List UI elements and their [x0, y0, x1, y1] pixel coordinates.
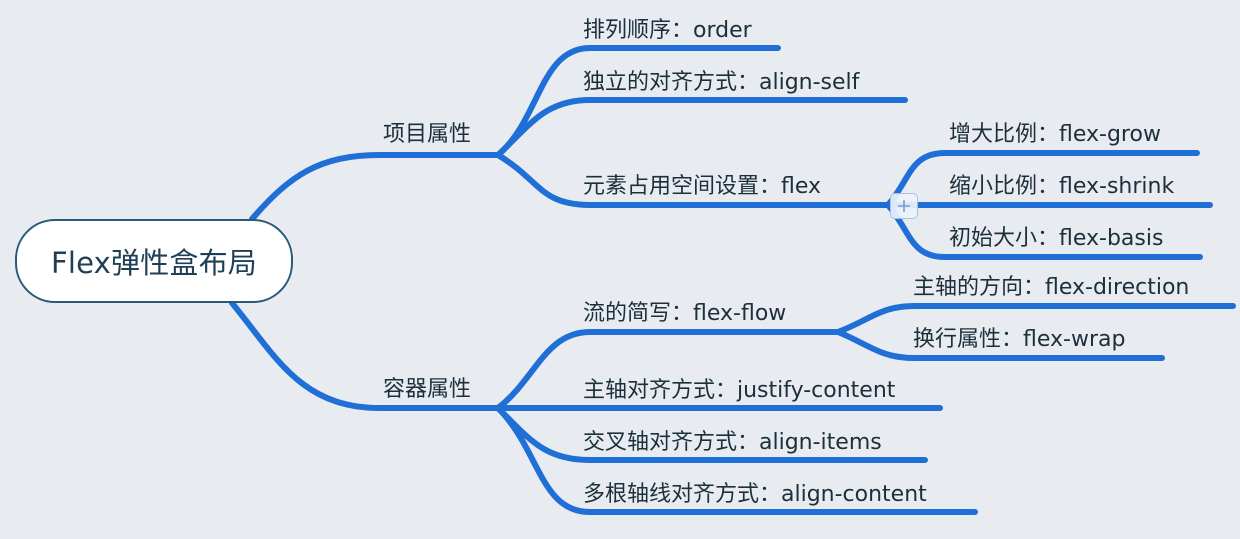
- edge-root-container: [229, 300, 501, 411]
- edge-container-align-content: [495, 405, 978, 515]
- collapse-toggle-button[interactable]: [890, 193, 918, 219]
- node-project-attributes[interactable]: 项目属性: [383, 122, 472, 147]
- edge-flow-direction: [835, 303, 1236, 335]
- node-align-items[interactable]: 交叉轴对齐方式：align-items: [583, 430, 882, 455]
- edge-root-project: [249, 152, 501, 222]
- edge-project-align-self: [495, 97, 908, 158]
- node-flex-wrap[interactable]: 换行属性：flex-wrap: [913, 327, 1126, 352]
- node-order[interactable]: 排列顺序：order: [583, 18, 752, 43]
- node-align-content[interactable]: 多根轴线对齐方式：align-content: [583, 482, 927, 507]
- node-flex-direction[interactable]: 主轴的方向：flex-direction: [913, 275, 1190, 300]
- node-flex-grow[interactable]: 增大比例：flex-grow: [949, 122, 1161, 147]
- root-node-label: Flex弹性盒布局: [50, 246, 258, 280]
- node-flex-basis[interactable]: 初始大小：flex-basis: [949, 226, 1164, 251]
- node-justify-content[interactable]: 主轴对齐方式：justify-content: [583, 378, 896, 403]
- edge-project-flex: [495, 152, 891, 208]
- root-node[interactable]: Flex弹性盒布局: [15, 219, 293, 303]
- edge-flow-wrap: [835, 329, 1165, 361]
- node-flex[interactable]: 元素占用空间设置：flex: [583, 174, 822, 199]
- node-flex-shrink[interactable]: 缩小比例：flex-shrink: [949, 174, 1175, 199]
- node-container-attributes[interactable]: 容器属性: [383, 377, 472, 402]
- node-flex-flow[interactable]: 流的简写：flex-flow: [583, 301, 787, 326]
- plus-icon: [898, 200, 910, 212]
- edge-container-flow: [495, 329, 841, 411]
- node-align-self[interactable]: 独立的对齐方式：align-self: [583, 70, 860, 95]
